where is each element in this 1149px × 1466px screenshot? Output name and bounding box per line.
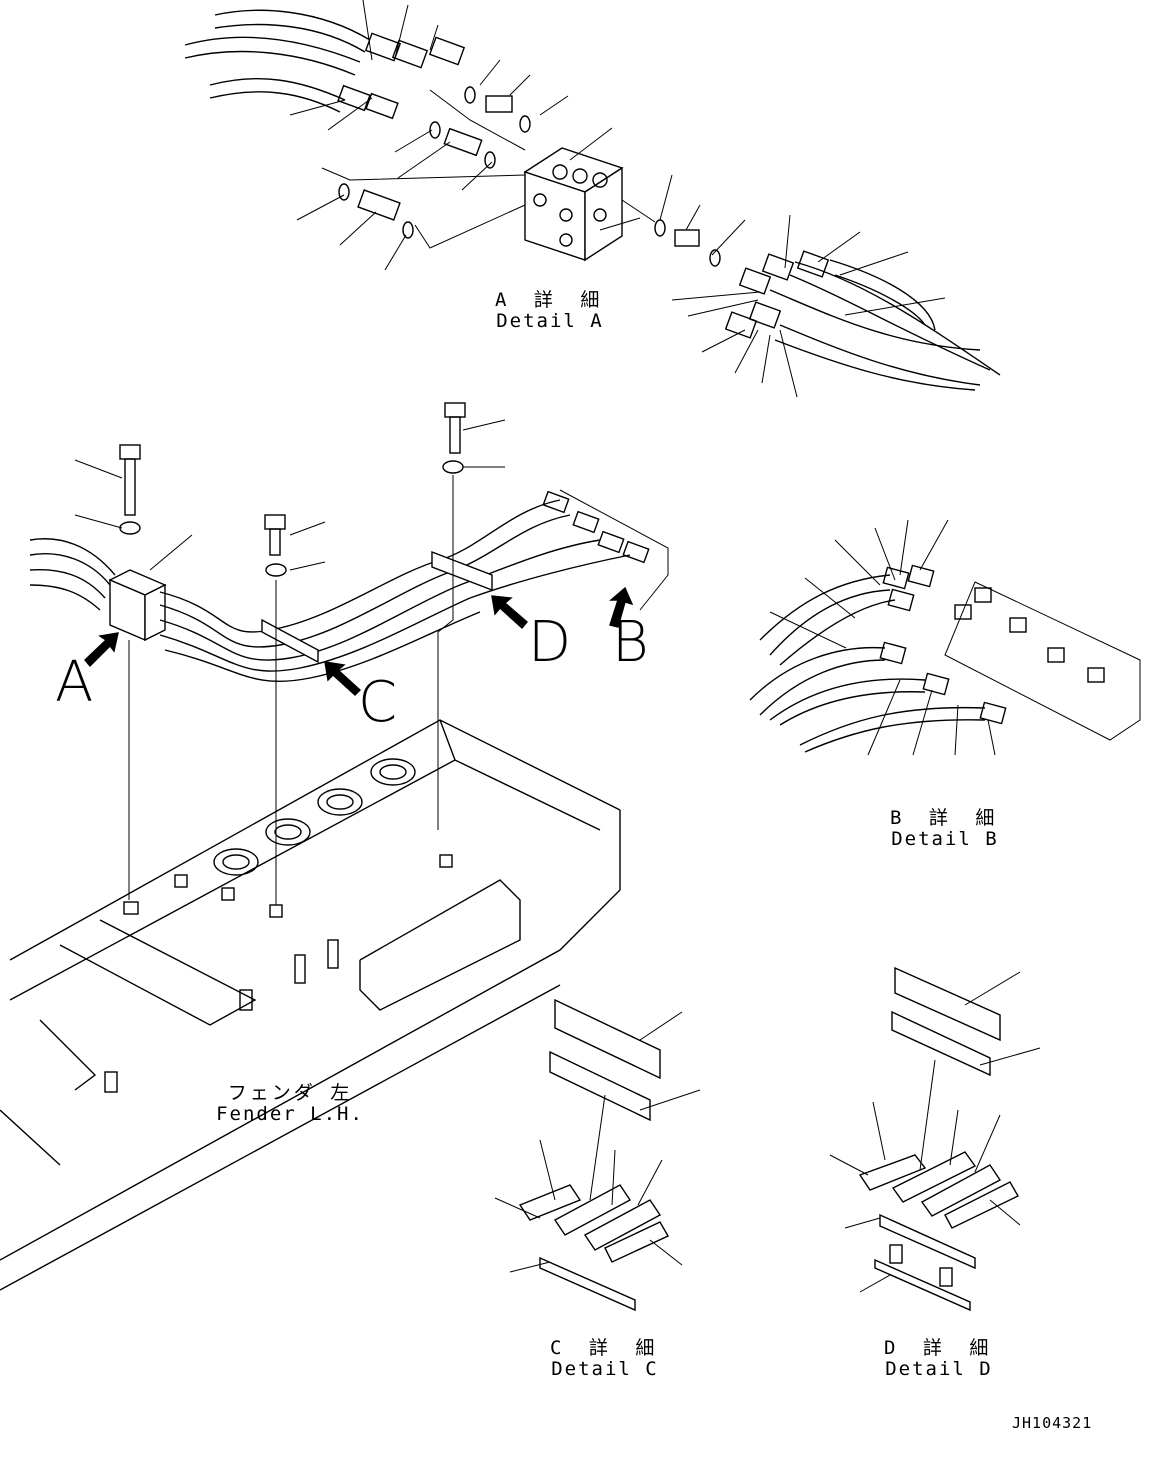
drawing-number: JH104321 <box>1012 1414 1093 1432</box>
detail-c-caption-jp: C 詳 細 <box>550 1337 663 1359</box>
detail-c-caption: C 詳 細 Detail C <box>550 1338 660 1380</box>
fender-lh <box>0 719 621 1291</box>
detail-a-caption-en: Detail A <box>496 309 604 332</box>
detail-b-caption-en: Detail B <box>891 827 999 850</box>
fender-caption: フェンダ 左 Fender L.H. <box>210 1083 370 1125</box>
detail-d-caption-jp: D 詳 細 <box>884 1337 997 1359</box>
view-arrows <box>84 586 634 696</box>
detail-d-caption: D 詳 細 Detail D <box>884 1338 994 1380</box>
detail-a-assembly <box>184 0 1001 398</box>
detail-b-caption-jp: B 詳 細 <box>890 807 1003 829</box>
view-arrow-d-label: D <box>528 610 572 675</box>
fender-caption-en: Fender L.H. <box>216 1102 364 1125</box>
detail-a-caption-jp: A 詳 細 <box>495 289 608 311</box>
fender-caption-jp: フェンダ 左 <box>227 1082 353 1104</box>
detail-b-assembly <box>749 519 1141 756</box>
view-arrow-a-label: A <box>55 650 94 715</box>
view-arrow-c-label: C <box>358 670 398 735</box>
view-arrow-b-label: B <box>612 610 649 675</box>
detail-b-caption: B 詳 細 Detail B <box>890 808 1000 850</box>
detail-c-caption-en: Detail C <box>551 1357 659 1380</box>
detail-d-caption-en: Detail D <box>885 1357 993 1380</box>
main-hose-assembly <box>29 402 669 905</box>
detail-a-caption: A 詳 細 Detail A <box>495 290 605 332</box>
detail-d-assembly <box>829 966 1041 1312</box>
detail-c-assembly <box>494 998 701 1312</box>
